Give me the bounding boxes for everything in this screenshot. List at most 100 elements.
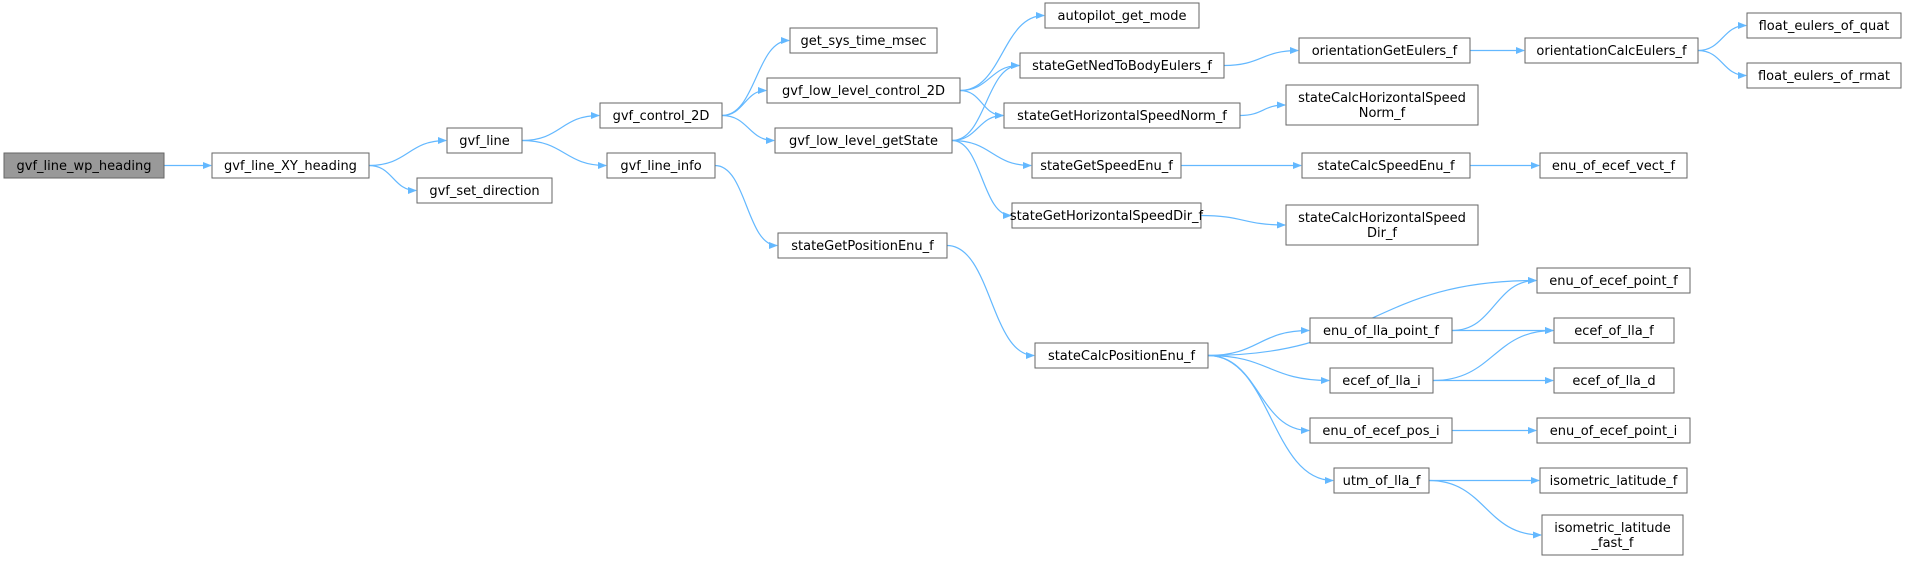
node-box[interactable]: [1524, 37, 1699, 64]
node-box[interactable]: [1553, 317, 1675, 344]
node-statecalcpositionenu-f[interactable]: stateCalcPositionEnu_f: [1034, 342, 1209, 369]
node-enu-of-lla-point-f[interactable]: enu_of_lla_point_f: [1309, 317, 1453, 344]
node-label: gvf_line: [459, 134, 509, 149]
node-box[interactable]: [1539, 152, 1688, 179]
edge-statecalcpositionenu-f-to-ecef-of-lla-i: [1207, 354, 1330, 385]
node-box[interactable]: [1536, 417, 1691, 444]
node-label: enu_of_ecef_pos_i: [1322, 424, 1439, 439]
edge-gvf-line-to-gvf-line-info: [521, 139, 607, 170]
node-float-eulers-of-quat[interactable]: float_eulers_of_quat: [1746, 12, 1902, 39]
node-box[interactable]: [1301, 152, 1471, 179]
node-box[interactable]: [1285, 204, 1479, 246]
node-box[interactable]: [416, 177, 553, 204]
node-box[interactable]: [211, 152, 370, 179]
edge-stategethorizontalspeednorm-f-to-statecalchorizontalspeednorm-f: [1239, 101, 1286, 117]
node-box[interactable]: [1746, 12, 1902, 39]
node-stategetspeedenu-f[interactable]: stateGetSpeedEnu_f: [1031, 152, 1182, 179]
node-enu-of-ecef-vect-f[interactable]: enu_of_ecef_vect_f: [1539, 152, 1688, 179]
node-box[interactable]: [1553, 367, 1675, 394]
node-ecef-of-lla-f[interactable]: ecef_of_lla_f: [1553, 317, 1675, 344]
node-isometric-latitude-fast-f[interactable]: isometric_latitude_fast_f: [1541, 514, 1684, 556]
node-box[interactable]: [1746, 62, 1902, 89]
node-ecef-of-lla-d[interactable]: ecef_of_lla_d: [1553, 367, 1675, 394]
node-box[interactable]: [1298, 37, 1471, 64]
edge-gvf-low-level-getstate-to-stategethorizontalspeeddir-f: [951, 139, 1012, 220]
node-orientationgeteulers-f[interactable]: orientationGetEulers_f: [1298, 37, 1471, 64]
edge-gvf-low-level-control-2d-to-autopilot-get-mode: [959, 11, 1045, 92]
node-stategethorizontalspeeddir-f[interactable]: stateGetHorizontalSpeedDir_f: [1010, 202, 1204, 229]
node-box[interactable]: [1309, 417, 1453, 444]
node-label: stateCalcHorizontalSpeed: [1298, 91, 1466, 106]
edge-stategetnedtobodyeulers-f-to-orientationgeteulers-f: [1223, 46, 1299, 67]
node-get-sys-time-msec[interactable]: get_sys_time_msec: [789, 27, 938, 54]
edge-gvf-line-info-to-stategetpositionenu-f: [714, 164, 778, 250]
node-label: stateGetSpeedEnu_f: [1040, 159, 1173, 174]
node-utm-of-lla-f[interactable]: utm_of_lla_f: [1333, 467, 1430, 494]
node-statecalcspeedenu-f[interactable]: stateCalcSpeedEnu_f: [1301, 152, 1471, 179]
node-gvf-set-direction[interactable]: gvf_set_direction: [416, 177, 553, 204]
node-box[interactable]: [1536, 267, 1691, 294]
node-ecef-of-lla-i[interactable]: ecef_of_lla_i: [1329, 367, 1434, 394]
node-label: gvf_set_direction: [429, 184, 539, 199]
node-label: enu_of_ecef_vect_f: [1552, 159, 1676, 174]
node-stategethorizontalspeednorm-f[interactable]: stateGetHorizontalSpeedNorm_f: [1003, 102, 1241, 129]
node-autopilot-get-mode[interactable]: autopilot_get_mode: [1044, 2, 1200, 29]
node-label: orientationCalcEulers_f: [1536, 44, 1687, 59]
node-box[interactable]: [599, 102, 723, 129]
edge-ecef-of-lla-i-to-ecef-of-lla-f: [1432, 326, 1554, 382]
node-gvf-line-info[interactable]: gvf_line_info: [606, 152, 716, 179]
edge-orientationcalceulers-f-to-float-eulers-of-rmat: [1697, 49, 1747, 80]
edge-stategetpositionenu-f-to-statecalcpositionenu-f: [946, 244, 1035, 360]
node-gvf-line-xy-heading[interactable]: gvf_line_XY_heading: [211, 152, 370, 179]
edge-statecalcpositionenu-f-to-enu-of-ecef-pos-i: [1207, 354, 1310, 435]
node-box[interactable]: [1034, 342, 1209, 369]
node-box[interactable]: [1011, 202, 1202, 229]
edge-orientationcalceulers-f-to-float-eulers-of-quat: [1697, 21, 1747, 52]
node-enu-of-ecef-point-i[interactable]: enu_of_ecef_point_i: [1536, 417, 1691, 444]
node-label: Norm_f: [1359, 106, 1406, 121]
node-enu-of-ecef-point-f[interactable]: enu_of_ecef_point_f: [1536, 267, 1691, 294]
node-box[interactable]: [1333, 467, 1430, 494]
edge-stategethorizontalspeeddir-f-to-statecalchorizontalspeeddir-f: [1200, 214, 1286, 229]
node-label: stateGetHorizontalSpeedNorm_f: [1017, 109, 1227, 124]
node-box[interactable]: [1044, 2, 1200, 29]
node-gvf-line[interactable]: gvf_line: [446, 127, 523, 154]
node-box[interactable]: [1019, 52, 1225, 79]
node-stategetpositionenu-f[interactable]: stateGetPositionEnu_f: [777, 232, 948, 259]
node-box[interactable]: [446, 127, 523, 154]
edge-gvf-low-level-getstate-to-stategetspeedenu-f: [951, 139, 1032, 170]
node-float-eulers-of-rmat[interactable]: float_eulers_of_rmat: [1746, 62, 1902, 89]
node-orientationcalceulers-f[interactable]: orientationCalcEulers_f: [1524, 37, 1699, 64]
node-label: enu_of_ecef_point_i: [1550, 424, 1678, 439]
node-label: stateCalcPositionEnu_f: [1048, 349, 1196, 364]
node-gvf-control-2d[interactable]: gvf_control_2D: [599, 102, 723, 129]
edge-gvf-low-level-getstate-to-stategetnedtobodyeulers-f: [951, 61, 1020, 142]
node-label: gvf_line_wp_heading: [17, 159, 152, 174]
node-isometric-latitude-f[interactable]: isometric_latitude_f: [1539, 467, 1688, 494]
node-gvf-low-level-control-2d[interactable]: gvf_low_level_control_2D: [766, 77, 961, 104]
node-box[interactable]: [1309, 317, 1453, 344]
node-box[interactable]: [1285, 84, 1479, 126]
node-label: enu_of_lla_point_f: [1323, 324, 1439, 339]
node-box[interactable]: [606, 152, 716, 179]
node-box[interactable]: [774, 127, 953, 154]
node-box[interactable]: [777, 232, 948, 259]
node-label: Dir_f: [1367, 226, 1397, 241]
node-box[interactable]: [1541, 514, 1684, 556]
node-label: utm_of_lla_f: [1343, 474, 1421, 489]
node-box[interactable]: [766, 77, 961, 104]
node-box[interactable]: [3, 152, 165, 179]
node-box[interactable]: [1031, 152, 1182, 179]
node-box[interactable]: [1329, 367, 1434, 394]
node-box[interactable]: [1003, 102, 1241, 129]
node-gvf-low-level-getstate[interactable]: gvf_low_level_getState: [774, 127, 953, 154]
node-stategetnedtobodyeulers-f[interactable]: stateGetNedToBodyEulers_f: [1019, 52, 1225, 79]
node-box[interactable]: [1539, 467, 1688, 494]
node-box[interactable]: [789, 27, 938, 54]
node-enu-of-ecef-pos-i[interactable]: enu_of_ecef_pos_i: [1309, 417, 1453, 444]
node-label: gvf_low_level_getState: [789, 134, 938, 149]
node-gvf-line-wp-heading[interactable]: gvf_line_wp_heading: [3, 152, 165, 179]
